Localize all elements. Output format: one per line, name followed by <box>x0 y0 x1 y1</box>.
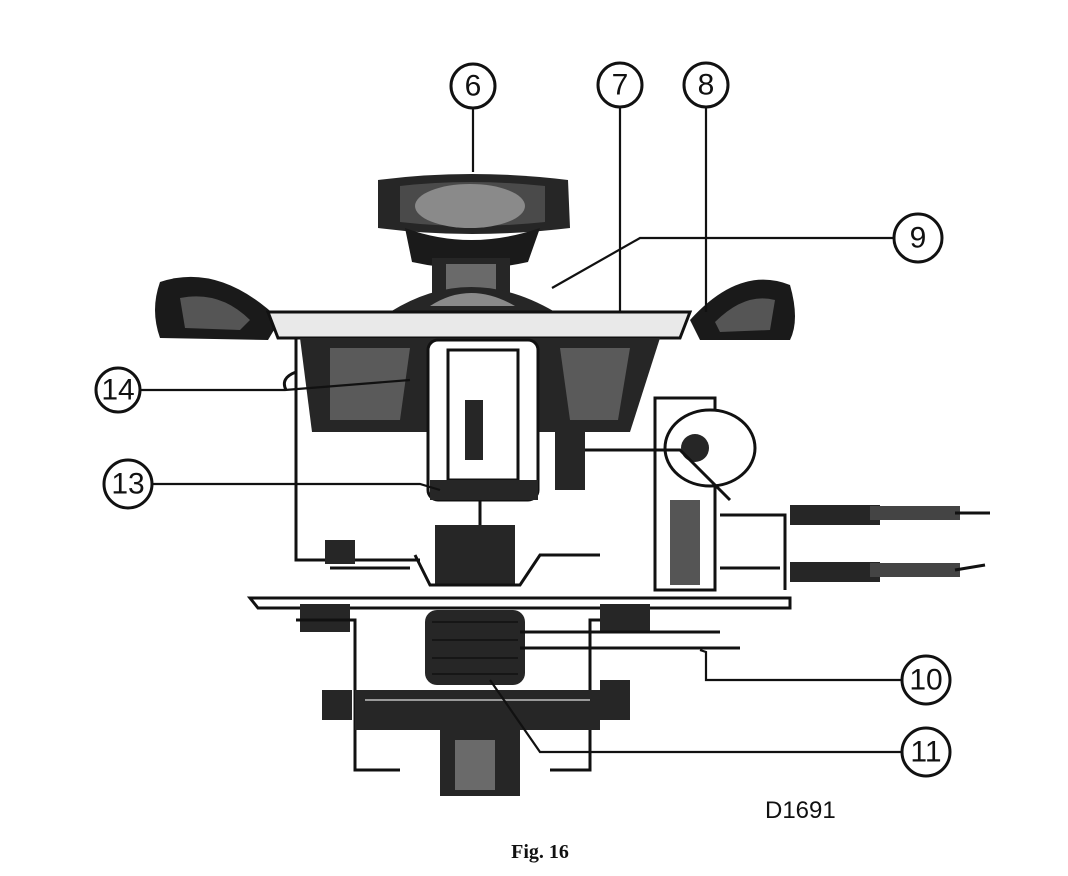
callout-10: 10 <box>900 654 952 706</box>
callout-6: 6 <box>449 62 497 110</box>
wing-nuts <box>155 276 795 340</box>
center-post <box>413 525 600 587</box>
base-plate <box>246 596 792 610</box>
callout-7: 7 <box>596 61 644 109</box>
callout-11: 11 <box>900 726 952 778</box>
switch-assembly <box>555 396 787 592</box>
callout-8: 8 <box>682 61 730 109</box>
callout-14: 14 <box>94 366 142 414</box>
figure-caption: Fig. 16 <box>511 841 569 863</box>
knob <box>378 174 570 294</box>
callout-13: 13 <box>102 458 154 510</box>
leader-lines <box>140 105 903 754</box>
svg-text:6: 6 <box>465 70 482 103</box>
cable-leads <box>790 505 990 582</box>
svg-text:10: 10 <box>909 664 942 697</box>
svg-text:9: 9 <box>910 222 927 255</box>
svg-text:11: 11 <box>910 736 941 769</box>
svg-text:7: 7 <box>612 69 629 102</box>
dome-cover <box>390 287 555 312</box>
svg-text:13: 13 <box>111 468 144 501</box>
callout-9: 9 <box>892 212 944 264</box>
svg-text:8: 8 <box>698 69 715 102</box>
drawing-reference: D1691 <box>765 797 836 824</box>
wire-bracket <box>282 338 420 570</box>
lower-mechanism <box>296 604 740 796</box>
spring-cylinder <box>426 338 540 525</box>
svg-text:14: 14 <box>101 374 134 407</box>
